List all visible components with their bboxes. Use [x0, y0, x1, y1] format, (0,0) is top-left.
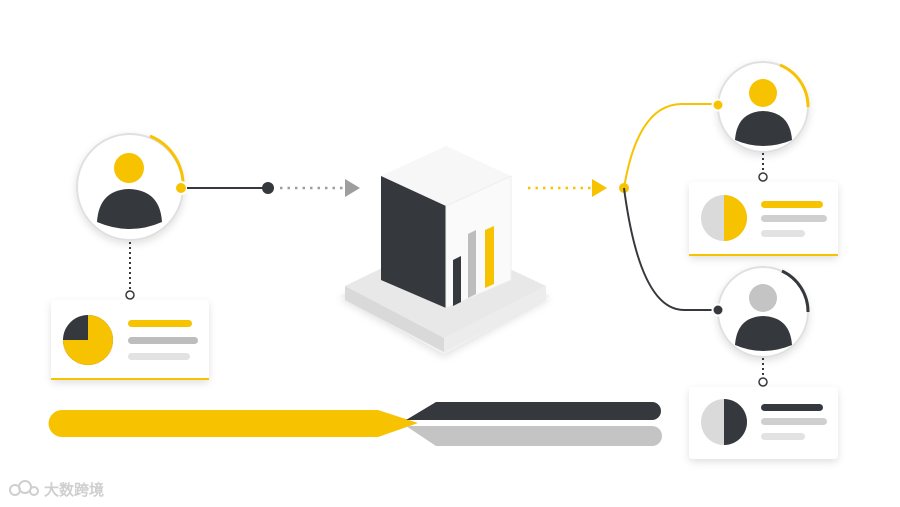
left-arrow-head	[345, 179, 360, 197]
pie-chart-icon	[701, 195, 747, 241]
bottom-right-user-node	[711, 266, 810, 358]
right-arrow-head	[592, 179, 607, 197]
yellow-flow-bar	[48, 410, 418, 437]
user-icon	[735, 284, 792, 351]
user-icon	[735, 79, 792, 146]
pie-chart-icon	[63, 315, 113, 365]
top-right-info-card	[689, 182, 838, 256]
center-data-box	[340, 146, 550, 354]
watermark-logo-icon	[9, 480, 39, 496]
dark-flow-bar	[406, 402, 661, 420]
watermark-text: 大数跨境	[44, 480, 105, 499]
bottom-flow-bars	[48, 402, 662, 446]
left-user-node	[76, 133, 188, 241]
top-branch-connector	[623, 103, 715, 189]
top-right-user-node	[711, 61, 810, 153]
user-icon	[97, 153, 162, 229]
watermark: 大数跨境	[8, 478, 104, 500]
bottom-right-info-card	[689, 387, 838, 459]
pie-chart-icon	[701, 399, 747, 445]
left-info-card	[51, 300, 209, 380]
gray-flow-bar	[406, 426, 662, 446]
bottom-branch-connector	[623, 187, 715, 311]
